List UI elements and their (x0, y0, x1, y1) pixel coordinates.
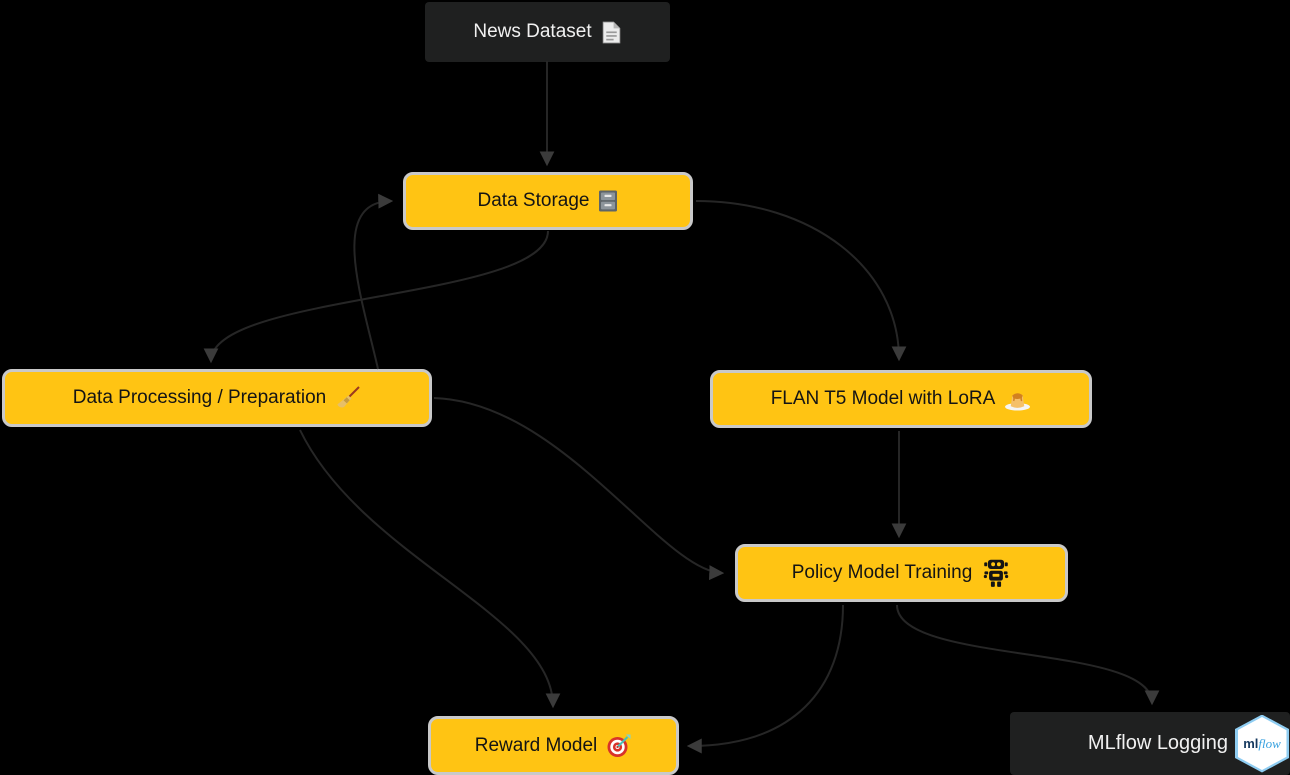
node-flan-t5-label: FLAN T5 Model with LoRA (770, 388, 996, 409)
node-reward-model: Reward Model (428, 716, 679, 775)
edge-data-processing-to-policy-training (433, 397, 725, 581)
mlflow-logo-flow: flow (1258, 736, 1281, 751)
edge-data-storage-to-flan-t5 (695, 200, 907, 362)
node-policy-training-label: Policy Model Training (791, 562, 973, 583)
node-news-dataset: News Dataset (425, 2, 670, 62)
node-policy-training: Policy Model Training (735, 544, 1068, 602)
cabinet-icon (598, 190, 618, 212)
edge-policy-training-to-mlflow-logging (896, 604, 1160, 706)
node-data-processing-label: Data Processing / Preparation (72, 387, 327, 408)
robot-icon (981, 558, 1011, 588)
node-data-storage-label: Data Storage (477, 190, 590, 211)
mlflow-logo-ml: ml (1243, 736, 1259, 751)
node-mlflow-logging-label: MLflow Logging (1087, 732, 1228, 754)
edge-data-storage-to-data-processing (203, 230, 549, 364)
edge-data-processing-to-data-storage (353, 193, 394, 370)
node-news-dataset-label: News Dataset (473, 21, 592, 42)
node-reward-model-label: Reward Model (474, 734, 598, 756)
edge-data-processing-to-reward-model (299, 429, 561, 709)
edge-policy-training-to-reward-model (686, 604, 844, 754)
flan-icon (1004, 387, 1031, 411)
node-flan-t5: FLAN T5 Model with LoRA (710, 370, 1092, 428)
target-icon (606, 733, 632, 759)
broom-icon (335, 385, 361, 411)
node-data-storage: Data Storage (403, 172, 693, 230)
node-data-processing: Data Processing / Preparation (2, 369, 432, 427)
page-icon (601, 21, 622, 44)
